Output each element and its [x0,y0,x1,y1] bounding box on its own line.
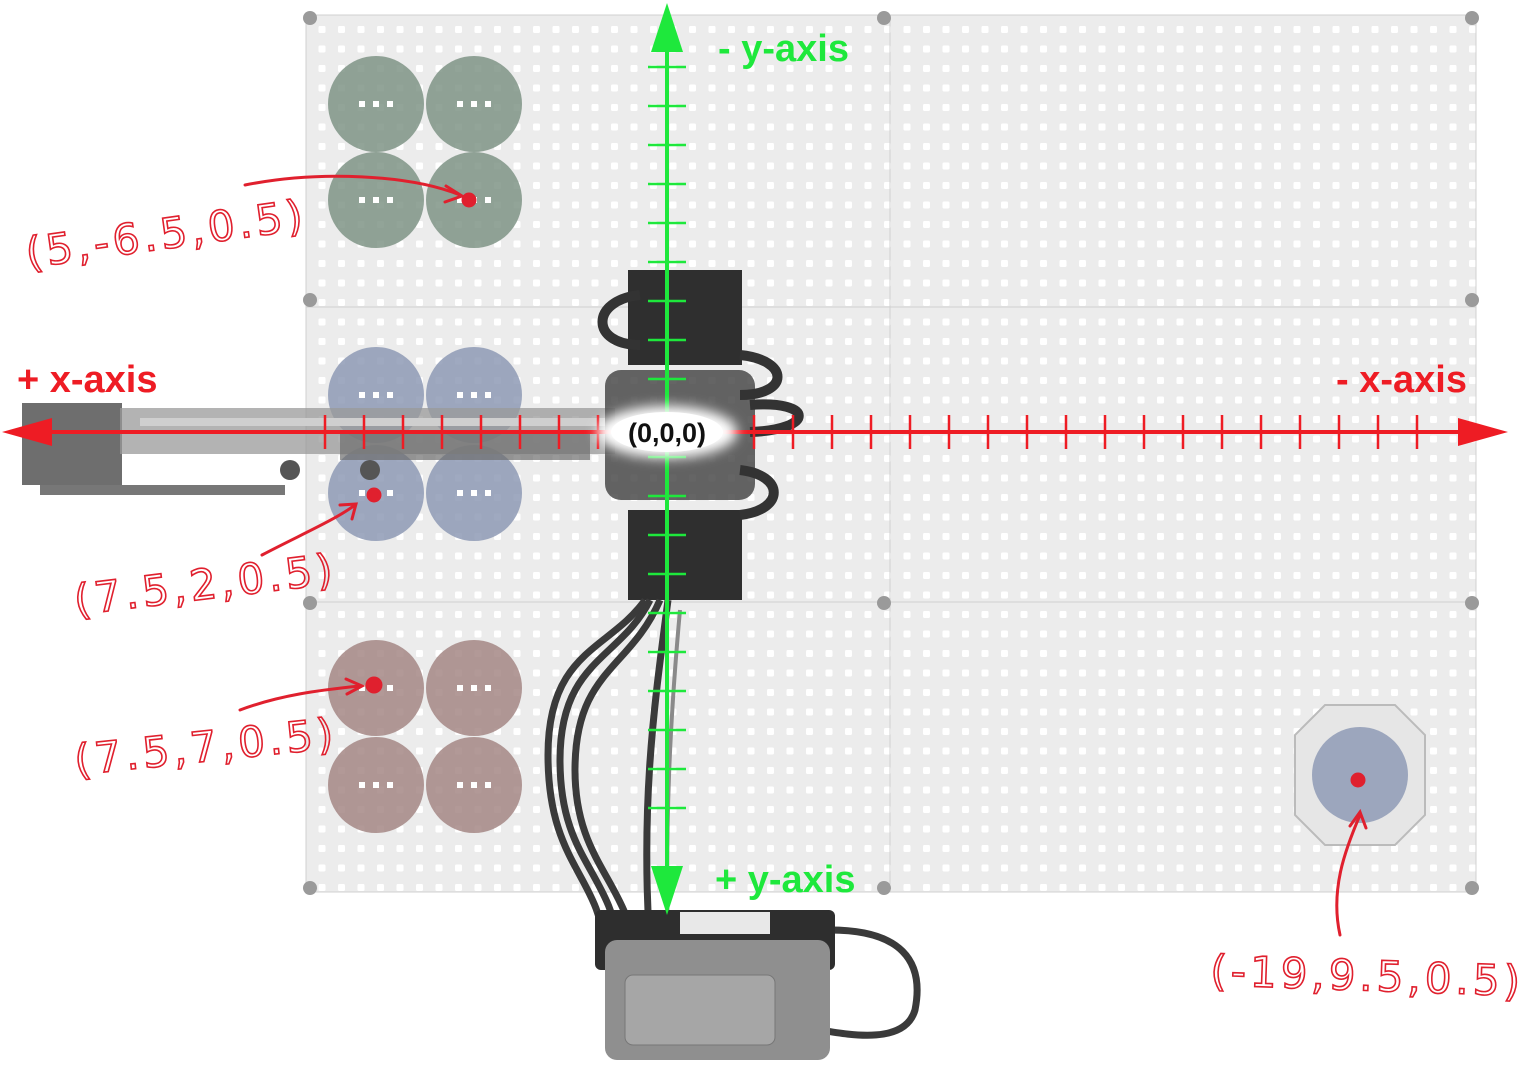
disk-hole [373,392,379,398]
y-axis-arrow-top [651,3,683,52]
motor-icon [597,270,804,600]
disk-hole [387,197,393,203]
disk-hole [485,101,491,107]
disk-hole [485,685,491,691]
disk-hole [457,101,463,107]
annotation-label-blue: (7.5,2,0.5) [71,544,339,625]
disk-hole [373,197,379,203]
disk-hole [359,101,365,107]
disk-hole [387,685,393,691]
arrow-icon [243,174,462,197]
disk-hole [485,490,491,496]
disk-hole [359,392,365,398]
annotation-label-feeder: (-19,9.5,0.5) [1210,946,1521,1006]
board-tile [889,14,1477,308]
disk-hole [359,685,365,691]
disk-hole [457,392,463,398]
disk-hole [471,392,477,398]
x-axis [2,415,1508,449]
disk-hole [387,490,393,496]
brain-icon [595,910,835,1060]
disk-hole [457,685,463,691]
annotation-feeder-target [1335,772,1368,937]
arrow-icon [260,503,357,557]
disk-hole [359,782,365,788]
disk-hole [471,685,477,691]
disk-hole [471,782,477,788]
disk-hole [387,782,393,788]
disk-hole [359,197,365,203]
disk-hole [485,782,491,788]
annotation-layer [238,174,1368,937]
arrow-icon [1335,813,1362,937]
disk-hole [457,197,463,203]
annotation-green-target [243,174,477,208]
disk-hole [373,782,379,788]
board-corner-clips [303,11,1479,895]
y-axis-arrow-bottom [651,866,683,915]
disk-hole [471,490,477,496]
x-axis-arrow-left [2,418,52,446]
board-tile [889,306,1477,603]
disk-hole [387,101,393,107]
annotation-label-green: (5,-6.5,0.5) [23,190,310,278]
disk-hole [387,392,393,398]
y-positive-label: + y-axis [715,859,856,901]
origin-label: (0,0,0) [628,418,706,448]
disk-hole [457,490,463,496]
annotation-label-red: (7.5,7,0.5) [72,709,339,785]
annotation-blue-target [260,487,382,557]
disk-hole [457,782,463,788]
disk-hole [485,197,491,203]
disk-hole [485,392,491,398]
disk-hole [471,101,477,107]
disk-hole [359,490,365,496]
arrow-icon [238,684,362,712]
y-axis [648,3,686,915]
disk-hole [373,101,379,107]
x-positive-label: + x-axis [17,359,158,401]
x-axis-arrow-right [1458,418,1508,446]
x-negative-label: - x-axis [1336,359,1467,401]
annotation-red-target [238,676,383,712]
y-negative-label: - y-axis [718,28,849,70]
origin-marker: (0,0,0) [597,406,737,458]
